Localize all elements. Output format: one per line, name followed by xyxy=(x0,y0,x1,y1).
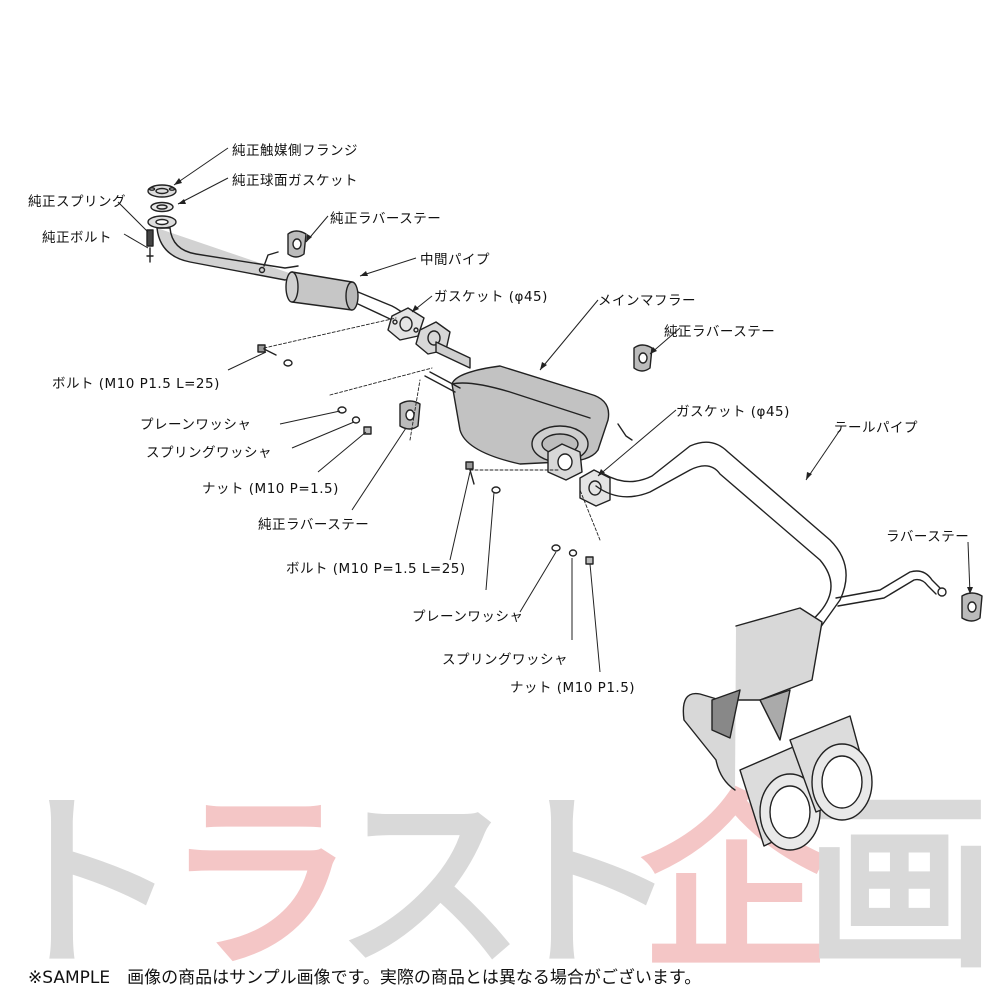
plain-washer-2 xyxy=(551,544,561,552)
rubber-stay-2 xyxy=(633,344,653,372)
label-rubber-stay-1: 純正ラバーステー xyxy=(330,211,442,227)
leader-lines xyxy=(117,147,971,673)
label-plain-washer-2: プレーンワッシャ xyxy=(412,609,524,625)
middle-pipe xyxy=(156,227,407,327)
spring-washer-2 xyxy=(568,549,578,557)
leader-arrowheads xyxy=(174,178,973,594)
label-bolt: 純正ボルト xyxy=(42,230,112,246)
rubber-stay-1 xyxy=(287,230,307,258)
gasket-phi45-1 xyxy=(387,307,425,341)
watermark-char-6: 画 xyxy=(805,774,996,995)
plain-washer-1 xyxy=(337,406,347,414)
rubber-stay-4 xyxy=(961,592,983,622)
mid-pipe-inlet-flange xyxy=(147,215,177,229)
spring-washer-1 xyxy=(351,416,361,424)
label-gasket-2: ガスケット (φ45) xyxy=(676,404,790,420)
label-plain-washer-1: プレーンワッシャ xyxy=(140,417,252,433)
washer-1 xyxy=(283,359,293,367)
sphere-gasket xyxy=(150,201,174,213)
rubber-stay-3 xyxy=(399,400,421,430)
watermark-char-2: ラ xyxy=(165,774,356,995)
watermark-char-4: ト xyxy=(490,774,681,995)
watermark-char-1: ト xyxy=(0,774,181,995)
label-spring-washer-2: スプリングワッシャ xyxy=(442,652,568,668)
label-bolt-2: ボルト (M10 P=1.5 L=25) xyxy=(286,561,466,577)
nut-1 xyxy=(363,426,372,435)
label-spring: 純正スプリング xyxy=(28,194,126,210)
label-rubber-stay-3: 純正ラバーステー xyxy=(258,517,370,533)
bolt-2 xyxy=(465,461,475,485)
gasket-phi45-2 xyxy=(579,469,611,507)
label-rubber-stay-4: ラバーステー xyxy=(886,529,970,545)
spring-and-bolt xyxy=(146,229,154,263)
label-sphere-gasket: 純正球面ガスケット xyxy=(232,173,358,189)
alignment-lines xyxy=(263,317,601,541)
label-flange: 純正触媒側フランジ xyxy=(232,143,358,159)
catalyst-side-flange xyxy=(147,184,177,198)
bolt-1 xyxy=(257,344,277,356)
label-gasket-1: ガスケット (φ45) xyxy=(434,289,548,305)
tail-pipe xyxy=(595,441,947,791)
tail-tips xyxy=(739,715,873,851)
label-spring-washer-1: スプリングワッシャ xyxy=(146,445,272,461)
label-main-muffler: メインマフラー xyxy=(598,293,696,309)
label-nut-2: ナット (M10 P1.5) xyxy=(510,680,636,696)
label-tail-pipe: テールパイプ xyxy=(834,420,918,436)
label-bolt-1: ボルト (M10 P1.5 L=25) xyxy=(52,376,220,392)
label-nut-1: ナット (M10 P=1.5) xyxy=(202,481,339,497)
washer-2 xyxy=(491,486,501,494)
sample-disclaimer: ※SAMPLE 画像の商品はサンプル画像です。実際の商品とは異なる場合がございま… xyxy=(28,968,702,988)
label-mid-pipe: 中間パイプ xyxy=(420,252,490,268)
main-muffler xyxy=(424,341,610,465)
watermark-char-3: ス xyxy=(335,774,526,995)
label-rubber-stay-2: 純正ラバーステー xyxy=(664,324,776,340)
muffler-outlet-flange xyxy=(547,423,633,481)
nut-2 xyxy=(585,556,594,565)
